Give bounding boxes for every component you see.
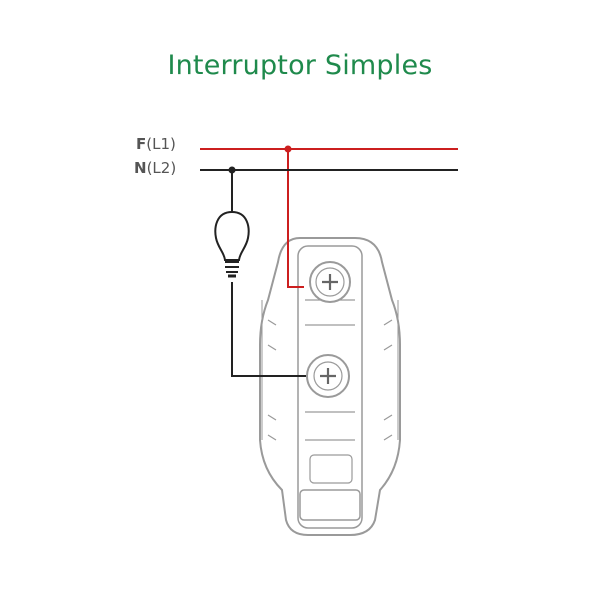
line1-code: F: [136, 135, 147, 153]
phase-wire: [200, 148, 458, 288]
neutral-wire: [200, 169, 458, 377]
line2-suffix: (L2): [146, 159, 177, 177]
neutral-junction-dot: [228, 166, 236, 174]
line1-label: F(L1): [136, 135, 176, 153]
line2-label: N(L2): [134, 159, 176, 177]
line1-suffix: (L1): [146, 135, 176, 153]
lamp-icon: [214, 210, 250, 278]
terminal-screw-top: [309, 261, 351, 303]
phase-junction-dot: [284, 145, 292, 153]
diagram-title: Interruptor Simples: [167, 50, 433, 81]
line2-code: N: [134, 159, 147, 177]
terminal-screw-bottom: [306, 354, 350, 398]
